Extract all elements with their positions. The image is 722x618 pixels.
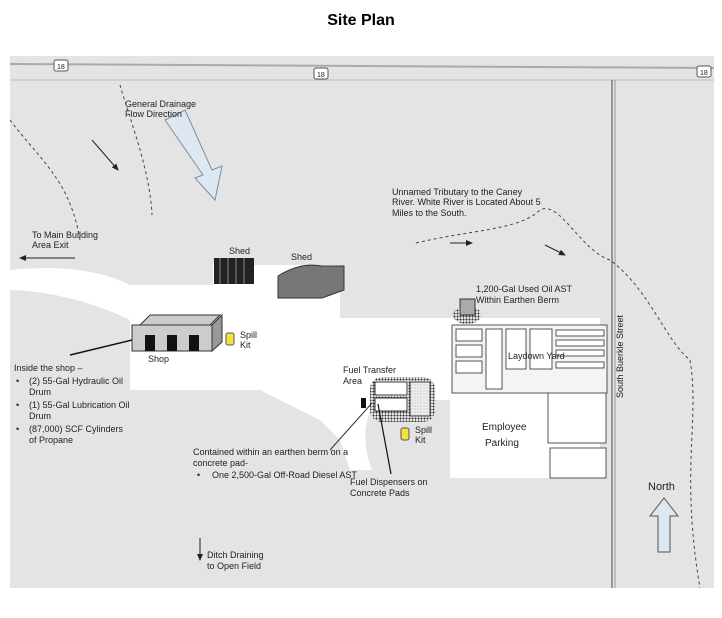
svg-text:•: • [16,424,19,434]
page-title: Site Plan [327,12,395,29]
svg-text:Contained within an earthen be: Contained within an earthen berm on a [193,447,348,457]
svg-text:General Drainage: General Drainage [125,99,196,109]
svg-text:Concrete Pads: Concrete Pads [350,488,410,498]
street-label: South Buerkle Street [615,314,625,398]
svg-text:(1) 55-Gal Lubrication Oil: (1) 55-Gal Lubrication Oil [29,400,130,410]
svg-text:Miles to the South.: Miles to the South. [392,208,467,218]
svg-text:18: 18 [57,64,65,71]
spill-kit-icon [225,332,235,346]
svg-text:Kit: Kit [415,435,426,445]
svg-text:Inside the shop –: Inside the shop – [14,363,83,373]
svg-text:Drum: Drum [29,411,51,421]
svg-text:Fuel Dispensers on: Fuel Dispensers on [350,477,428,487]
svg-text:Within Earthen Berm: Within Earthen Berm [476,295,559,305]
svg-text:1,200-Gal Used Oil AST: 1,200-Gal Used Oil AST [476,284,573,294]
svg-text:Spill: Spill [415,425,432,435]
shed-1 [214,258,254,284]
shed-2 [277,264,345,299]
svg-text:Area Exit: Area Exit [32,240,69,250]
svg-text:of Propane: of Propane [29,435,73,445]
svg-text:18: 18 [700,70,708,77]
tributary-line [415,208,701,589]
svg-text:(2) 55-Gal Hydraulic Oil: (2) 55-Gal Hydraulic Oil [29,376,123,386]
svg-text:concrete pad-: concrete pad- [193,458,248,468]
svg-text:•: • [16,400,19,410]
svg-text:Unnamed Tributary to the Caney: Unnamed Tributary to the Caney [392,187,523,197]
driveway [10,265,450,470]
svg-text:•: • [16,376,19,386]
highway-shield: 18 18 18 [53,59,712,80]
spill-kit-icon [400,427,410,441]
laydown-label: Laydown Yard [508,351,565,361]
svg-text:Flow Direction: Flow Direction [125,109,182,119]
fuel-dispenser-icon [361,398,366,408]
svg-text:To Main Building: To Main Building [32,230,98,240]
north-arrow-icon [648,497,680,553]
svg-text:Area: Area [343,376,362,386]
laydown-yard [451,324,608,479]
svg-text:Drum: Drum [29,387,51,397]
svg-text:River. White River is Located: River. White River is Located About 5 [392,197,541,207]
svg-text:Parking: Parking [485,438,519,449]
drainage-arrow [164,109,223,202]
svg-text:Shed: Shed [229,246,250,256]
svg-text:(87,000) SCF Cylinders: (87,000) SCF Cylinders [29,424,124,434]
shop-building [131,313,223,353]
shop-label: Shop [148,354,169,364]
svg-text:18: 18 [317,72,325,79]
svg-text:Kit: Kit [240,340,251,350]
svg-text:•: • [197,470,200,480]
svg-text:to Open Field: to Open Field [207,561,261,571]
svg-text:Ditch Draining: Ditch Draining [207,550,264,560]
flow-arrow [91,139,119,171]
svg-text:Fuel Transfer: Fuel Transfer [343,365,396,375]
highway-18 [9,63,715,69]
svg-text:Shed: Shed [291,252,312,262]
svg-text:Employee: Employee [482,422,527,433]
north-label: North [648,481,675,493]
svg-text:Spill: Spill [240,330,257,340]
svg-text:One 2,500-Gal Off-Road Diesel: One 2,500-Gal Off-Road Diesel AST [212,470,357,480]
